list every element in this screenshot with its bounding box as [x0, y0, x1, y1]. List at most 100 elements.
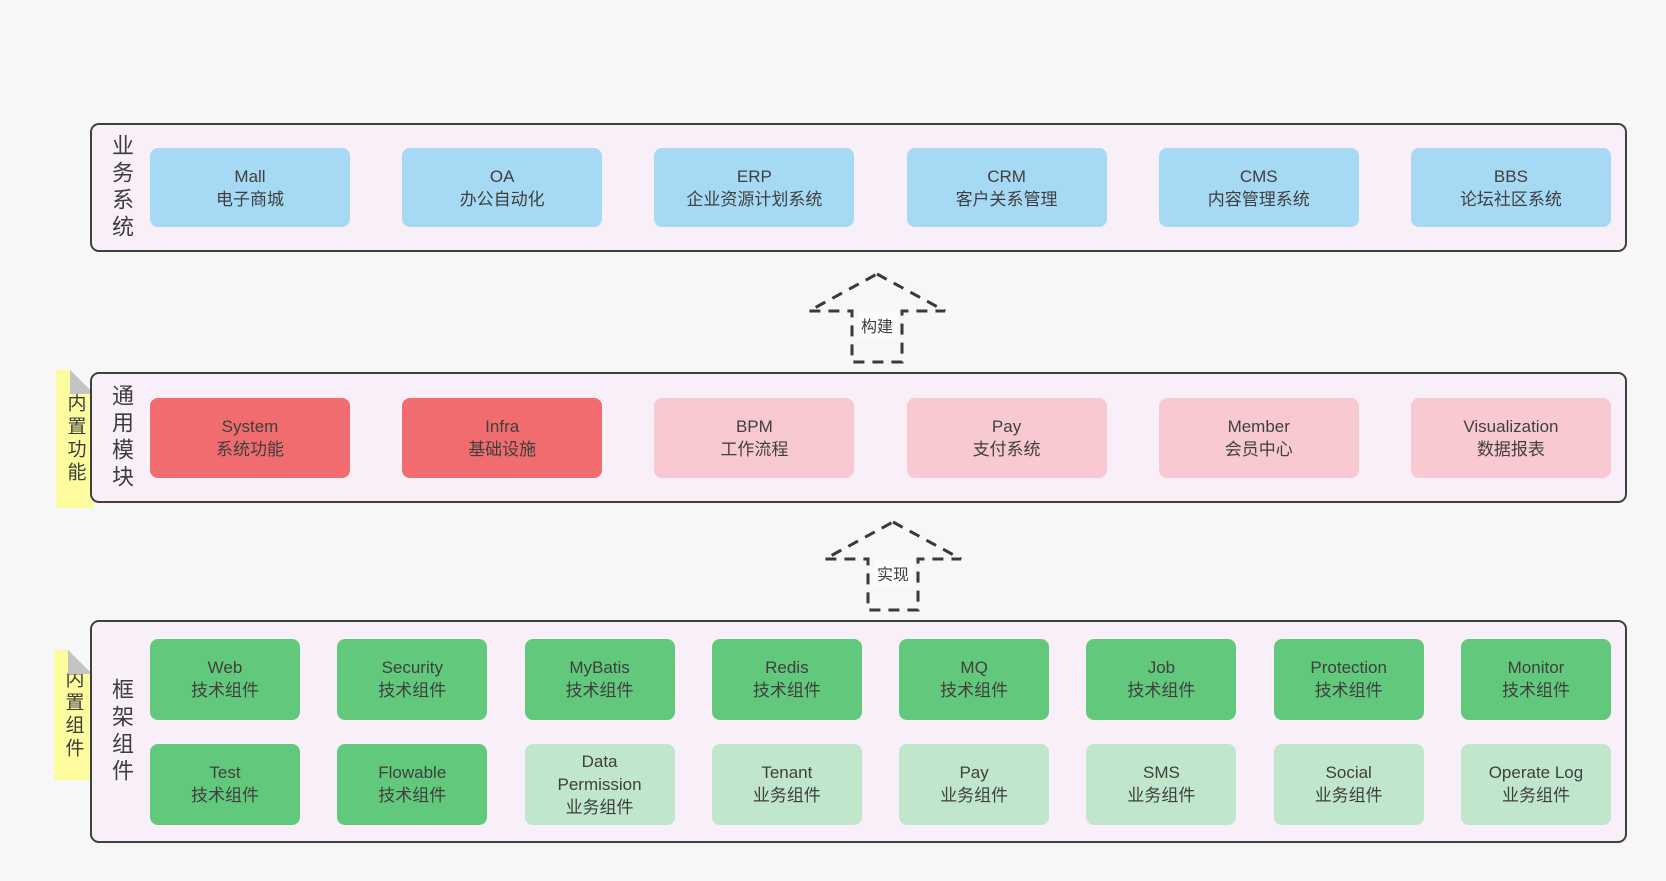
box-title-zh: 业务组件 — [940, 786, 1009, 805]
business-box-cms: CMS 内容管理系统 — [1158, 148, 1359, 227]
component-box-operate-log: Operate Log 业务组件 — [1460, 743, 1611, 825]
boxes-row-2: Test 技术组件 Flowable 技术组件 Data Permission … — [150, 743, 1611, 825]
box-title-zh: 技术组件 — [1501, 681, 1570, 700]
component-box-web: Web 技术组件 — [150, 638, 300, 720]
box-title-en: SMS — [1142, 763, 1180, 782]
box-title-zh: 业务组件 — [1127, 786, 1196, 805]
box-title-en: Web — [207, 658, 243, 677]
box-title-en: Infra — [485, 416, 520, 436]
layer-label-column: 通用模块 — [92, 374, 150, 501]
box-title-en: BPM — [735, 416, 773, 436]
module-box-system: System 系统功能 — [150, 397, 350, 478]
arrow-label: 实现 — [872, 559, 914, 587]
box-title-zh: 数据报表 — [1476, 439, 1545, 459]
layer-common-modules: 通用模块 System 系统功能 Infra 基础设施 BPM 工作流程 Pay — [90, 372, 1627, 503]
sticky-tab-label: 内置组件 — [62, 669, 84, 761]
module-box-pay: Pay 支付系统 — [906, 397, 1107, 478]
box-title-en: ERP — [736, 166, 772, 186]
box-title-en: Protection — [1310, 658, 1387, 677]
box-title-en: Operate Log — [1488, 763, 1584, 782]
box-title-en: BBS — [1493, 166, 1528, 186]
box-title-zh: 业务组件 — [1314, 786, 1383, 805]
box-title-zh: 业务组件 — [1501, 786, 1570, 805]
box-title-zh: 业务组件 — [752, 786, 821, 805]
arrow-build-up: 构建 — [805, 271, 949, 365]
box-title-en: Social — [1325, 763, 1372, 782]
dashed-up-arrow-icon — [808, 272, 946, 364]
box-title-en: Tenant — [761, 763, 813, 782]
box-title-zh: 技术组件 — [752, 681, 821, 700]
component-box-tenant: Tenant 业务组件 — [711, 743, 862, 825]
box-title-zh: 客户关系管理 — [955, 189, 1058, 209]
boxes-area: Mall 电子商城 OA 办公自动化 ERP 企业资源计划系统 CRM 客户关系… — [150, 125, 1625, 250]
boxes-area: System 系统功能 Infra 基础设施 BPM 工作流程 Pay 支付系统… — [150, 374, 1625, 501]
module-box-bpm: BPM 工作流程 — [654, 397, 855, 478]
business-box-bbs: BBS 论坛社区系统 — [1410, 148, 1611, 227]
box-title-zh: 电子商城 — [216, 189, 284, 209]
component-box-test: Test 技术组件 — [150, 743, 300, 825]
box-title-zh: 会员中心 — [1224, 439, 1293, 459]
box-title-zh: 技术组件 — [1314, 681, 1383, 700]
box-title-en: CMS — [1239, 166, 1278, 186]
component-box-monitor: Monitor 技术组件 — [1460, 638, 1611, 720]
box-title-zh: 技术组件 — [565, 681, 634, 700]
component-box-sms: SMS 业务组件 — [1086, 743, 1237, 825]
component-box-redis: Redis 技术组件 — [711, 638, 862, 720]
layer-label-column: 业务系统 — [92, 125, 150, 250]
module-box-infra: Infra 基础设施 — [402, 397, 603, 478]
box-title-zh: 论坛社区系统 — [1459, 189, 1562, 209]
sticky-tab-label: 内置功能 — [64, 393, 86, 485]
box-title-en: MQ — [960, 658, 988, 677]
box-title-zh: 技术组件 — [378, 681, 447, 700]
module-box-visualization: Visualization 数据报表 — [1410, 397, 1611, 478]
box-title-en: CRM — [987, 166, 1026, 186]
component-box-mq: MQ 技术组件 — [899, 638, 1050, 720]
box-title-en: Data Permission — [557, 751, 642, 794]
layer-title: 业务系统 — [109, 133, 134, 242]
arrow-implement-up: 实现 — [821, 519, 965, 613]
dashed-up-arrow-icon — [824, 520, 962, 612]
box-title-en: Monitor — [1507, 658, 1565, 677]
box-title-zh: 内容管理系统 — [1207, 189, 1310, 209]
business-box-erp: ERP 企业资源计划系统 — [654, 148, 855, 227]
component-box-job: Job 技术组件 — [1086, 638, 1237, 720]
layer-framework-components: 框架组件 Web 技术组件 Security 技术组件 MyBatis 技术组件… — [90, 620, 1627, 843]
box-title-en: Visualization — [1463, 416, 1559, 436]
box-title-zh: 企业资源计划系统 — [686, 189, 823, 209]
component-box-data-permission: Data Permission 业务组件 — [524, 743, 675, 825]
box-title-zh: 基础设施 — [468, 439, 537, 459]
box-title-zh: 技术组件 — [191, 681, 259, 700]
business-box-crm: CRM 客户关系管理 — [906, 148, 1107, 227]
component-box-protection: Protection 技术组件 — [1273, 638, 1424, 720]
layer-title: 框架组件 — [109, 677, 134, 786]
module-box-member: Member 会员中心 — [1158, 397, 1359, 478]
box-title-en: Redis — [765, 658, 809, 677]
box-title-zh: 技术组件 — [940, 681, 1009, 700]
box-title-en: OA — [489, 166, 515, 186]
layer-business-systems: 业务系统 Mall 电子商城 OA 办公自动化 ERP 企业资源计划系统 CRM — [90, 123, 1627, 252]
box-title-zh: 技术组件 — [1127, 681, 1196, 700]
box-title-en: System — [221, 416, 279, 436]
component-box-mybatis: MyBatis 技术组件 — [524, 638, 675, 720]
business-box-oa: OA 办公自动化 — [402, 148, 603, 227]
box-title-zh: 支付系统 — [972, 439, 1041, 459]
box-title-zh: 办公自动化 — [459, 189, 545, 209]
box-title-zh: 技术组件 — [191, 786, 259, 805]
box-title-zh: 技术组件 — [378, 786, 447, 805]
sticky-tab-built-in-components: 内置组件 — [54, 650, 92, 780]
boxes-row-1: Web 技术组件 Security 技术组件 MyBatis 技术组件 Redi… — [150, 638, 1611, 720]
box-title-en: Mall — [234, 166, 266, 186]
layer-title: 通用模块 — [109, 383, 134, 492]
box-title-en: Security — [381, 658, 443, 677]
box-title-en: MyBatis — [569, 658, 630, 677]
box-title-en: Pay — [991, 416, 1022, 436]
box-title-en: Job — [1147, 658, 1176, 677]
box-title-zh: 系统功能 — [216, 439, 284, 459]
component-box-pay: Pay 业务组件 — [899, 743, 1050, 825]
arrow-label: 构建 — [856, 311, 898, 339]
box-title-en: Test — [209, 763, 241, 782]
business-box-mall: Mall 电子商城 — [150, 148, 350, 227]
sticky-tab-built-in-features: 内置功能 — [56, 370, 94, 508]
layer-label-column: 框架组件 — [92, 622, 150, 841]
